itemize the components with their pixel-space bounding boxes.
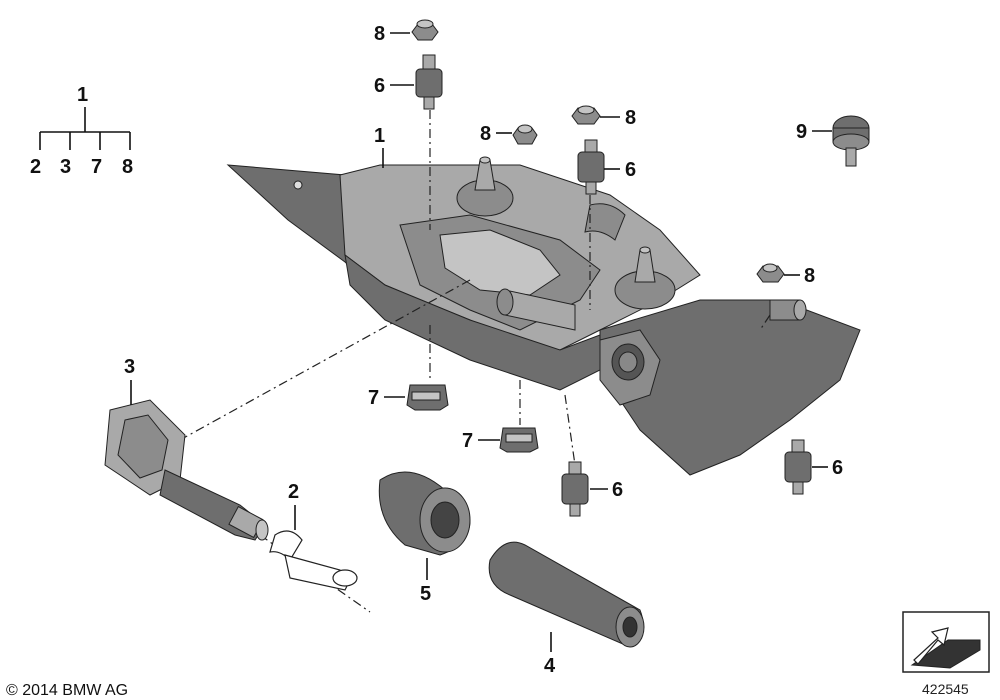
callout-6-top: 6 bbox=[374, 75, 385, 97]
nut-upper-right bbox=[571, 105, 601, 125]
callout-9: 9 bbox=[796, 121, 807, 143]
callout-2: 2 bbox=[288, 481, 299, 503]
callout-6-lower-mid: 6 bbox=[612, 479, 623, 501]
nut-top bbox=[411, 19, 439, 41]
tree-child-label: 7 bbox=[91, 156, 102, 178]
grommet bbox=[378, 471, 471, 556]
callout-1: 1 bbox=[374, 125, 385, 147]
callout-5: 5 bbox=[420, 583, 431, 605]
callout-8-upper-right: 8 bbox=[625, 107, 636, 129]
bracket-dome-right bbox=[614, 246, 676, 310]
bracket-dome-left bbox=[456, 156, 514, 217]
tree-child-label: 8 bbox=[122, 156, 133, 178]
document-number: 422545 bbox=[922, 681, 969, 697]
clamp bbox=[269, 530, 358, 591]
callout-4: 4 bbox=[544, 655, 556, 677]
tree-child-label: 3 bbox=[60, 156, 71, 178]
callout-8-right: 8 bbox=[804, 265, 815, 287]
tree-root-label: 1 bbox=[77, 84, 88, 106]
callout-7-mid: 7 bbox=[462, 430, 473, 452]
mount-lower-mid bbox=[561, 461, 589, 517]
callout-7-left: 7 bbox=[368, 387, 379, 409]
direction-pictogram bbox=[902, 611, 990, 673]
knob bbox=[832, 115, 870, 167]
sensor-switch bbox=[104, 399, 269, 541]
callouts: 1 8 6 8 8 6 9 8 3 7 7 6 bbox=[124, 23, 843, 677]
callout-6-right-upper: 6 bbox=[625, 159, 636, 181]
assembly-tree: 1 2 3 7 8 bbox=[30, 84, 133, 178]
callout-6-lower-right: 6 bbox=[832, 457, 843, 479]
mount-right-upper bbox=[577, 139, 605, 195]
nut-right bbox=[756, 263, 785, 283]
clip-left bbox=[406, 384, 449, 411]
mount-top bbox=[415, 54, 443, 110]
bracket-right-wing bbox=[599, 299, 861, 476]
callout-3: 3 bbox=[124, 356, 135, 378]
copyright-text: © 2014 BMW AG bbox=[6, 682, 128, 699]
tree-child-label: 2 bbox=[30, 156, 41, 178]
callout-8-upper-left: 8 bbox=[480, 123, 491, 145]
main-bracket bbox=[226, 156, 861, 476]
mount-lower-right bbox=[784, 439, 812, 495]
sleeve bbox=[488, 541, 645, 648]
nut-upper-left bbox=[512, 124, 538, 145]
callout-8-top: 8 bbox=[374, 23, 385, 45]
clip-mid bbox=[499, 427, 539, 453]
